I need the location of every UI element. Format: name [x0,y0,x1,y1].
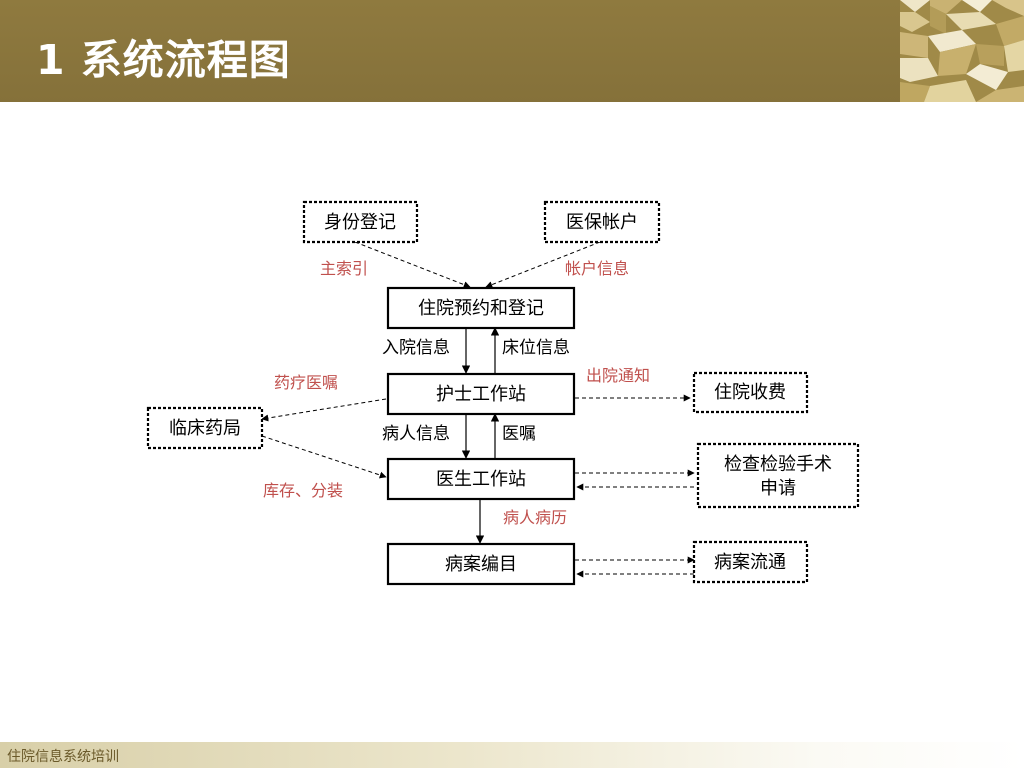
edge-label-account-info: 帐户信息 [565,259,629,278]
flowchart: 身份登记 医保帐户 临床药局 住院收费 检查检验手术 申请 病案流通 住院预约和… [146,200,860,586]
edge-pharmacy-to-doctor [261,435,387,479]
node-billing-label: 住院收费 [714,382,786,403]
node-insurance: 医保帐户 [543,200,661,244]
slide-title: 1 系统流程图 [36,36,291,84]
node-circulation-label: 病案流通 [714,552,786,573]
edge-nurse-to-pharmacy [261,398,387,422]
node-nurse-label: 护士工作站 [436,384,526,405]
node-identity: 身份登记 [302,200,419,244]
cube-pattern-decoration [900,0,1024,102]
node-insurance-label: 医保帐户 [566,212,638,233]
node-circulation: 病案流通 [692,540,809,584]
node-nurse: 护士工作站 [386,372,576,416]
edge-label-stock-dispense: 库存、分装 [263,481,343,500]
node-doctor: 医生工作站 [386,457,576,501]
node-exam-label-line2: 申请 [760,478,796,499]
edge-label-orders: 医嘱 [502,424,536,444]
edge-label-admit-info: 入院信息 [382,338,450,358]
node-records-label: 病案编目 [445,554,517,575]
edge-label-discharge-notice: 出院通知 [586,366,650,385]
node-exam-label-line1: 检查检验手术 [724,454,832,475]
header-bar: 1 系统流程图 [0,0,1024,102]
footer-text: 住院信息系统培训 [7,749,119,765]
node-pharmacy: 临床药局 [146,406,264,450]
edges [261,241,695,578]
node-exam: 检查检验手术 申请 [696,442,860,509]
node-identity-label: 身份登记 [324,212,396,233]
edge-label-medical-history: 病人病历 [503,508,567,527]
node-records: 病案编目 [386,542,576,586]
edge-label-drug-orders: 药疗医嘱 [274,373,338,392]
edge-label-master-index: 主索引 [320,259,368,278]
footer-bar: 住院信息系统培训 [0,742,1024,768]
node-admission: 住院预约和登记 [386,286,576,330]
node-doctor-label: 医生工作站 [436,469,526,490]
edge-label-patient-info: 病人信息 [382,424,450,444]
node-pharmacy-label: 临床药局 [169,418,241,439]
edge-label-bed-info: 床位信息 [502,338,570,358]
edge-identity-to-admission [354,241,471,288]
node-billing: 住院收费 [692,371,809,414]
node-admission-label: 住院预约和登记 [418,298,544,319]
